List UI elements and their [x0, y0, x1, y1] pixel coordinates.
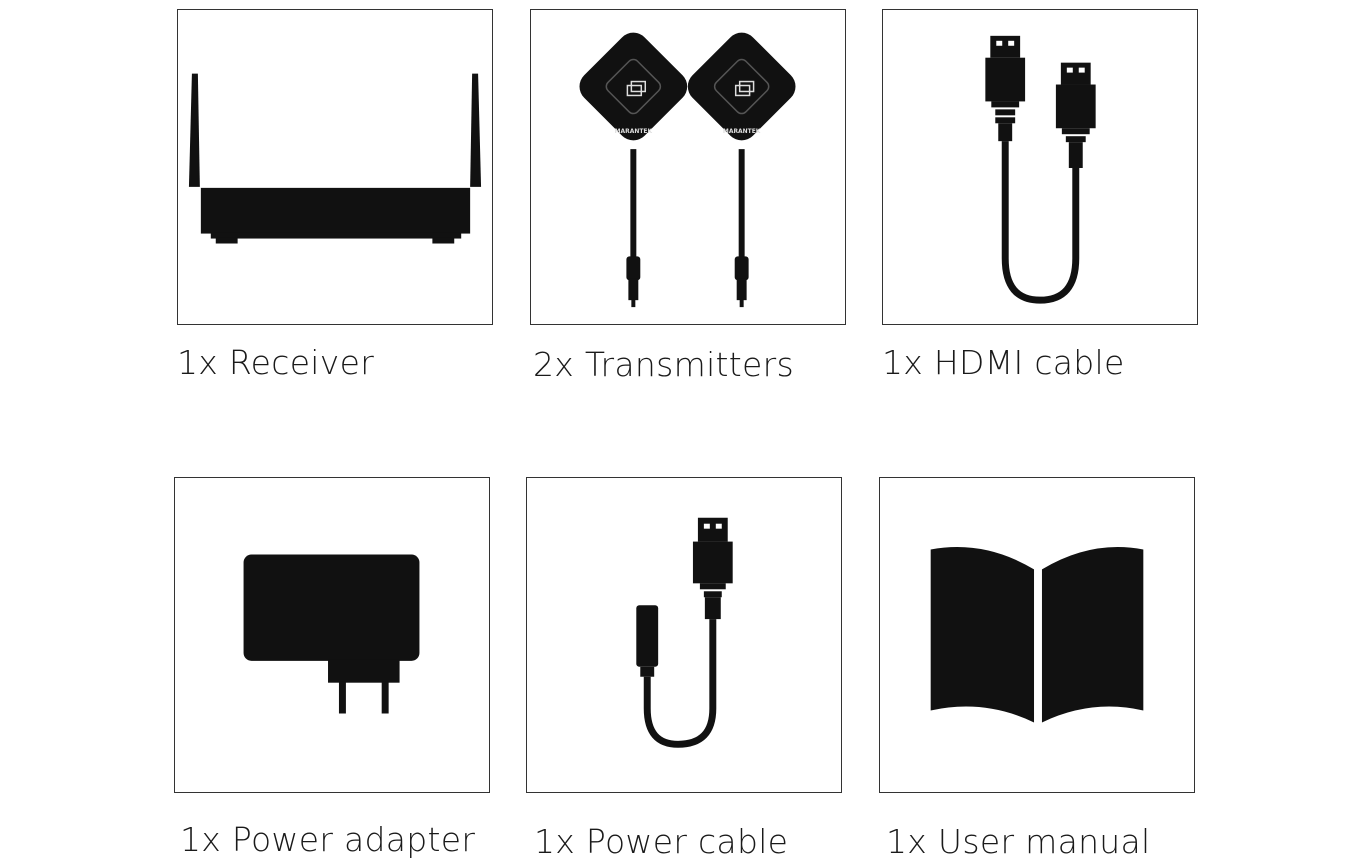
user-manual-label: 1x User manual: [886, 822, 1151, 861]
power-cable-label: 1x Power cable: [534, 822, 789, 861]
user-manual-icon: [930, 547, 1144, 723]
power-adapter-icon: [243, 554, 420, 714]
power-adapter-tile: [174, 477, 490, 793]
transmitters-tile: MARANTEK MARANTEK: [530, 9, 846, 325]
power-cable-icon: [636, 517, 733, 748]
receiver-icon: [188, 73, 482, 244]
user-manual-tile: [879, 477, 1195, 793]
power-adapter-label: 1x Power adapter: [180, 820, 476, 859]
brand-text-1: MARANTEK: [615, 128, 653, 135]
receiver-label: 1x Receiver: [177, 343, 375, 382]
receiver-tile: [177, 9, 493, 325]
hdmi-cable-label: 1x HDMI cable: [882, 343, 1125, 382]
transmitters-label: 2x Transmitters: [533, 345, 794, 384]
hdmi-cable-icon: [985, 35, 1096, 304]
hdmi-cable-tile: [882, 9, 1198, 325]
power-cable-tile: [526, 477, 842, 793]
brand-text-2: MARANTEK: [723, 128, 761, 135]
transmitters-icon: MARANTEK MARANTEK: [579, 32, 796, 308]
